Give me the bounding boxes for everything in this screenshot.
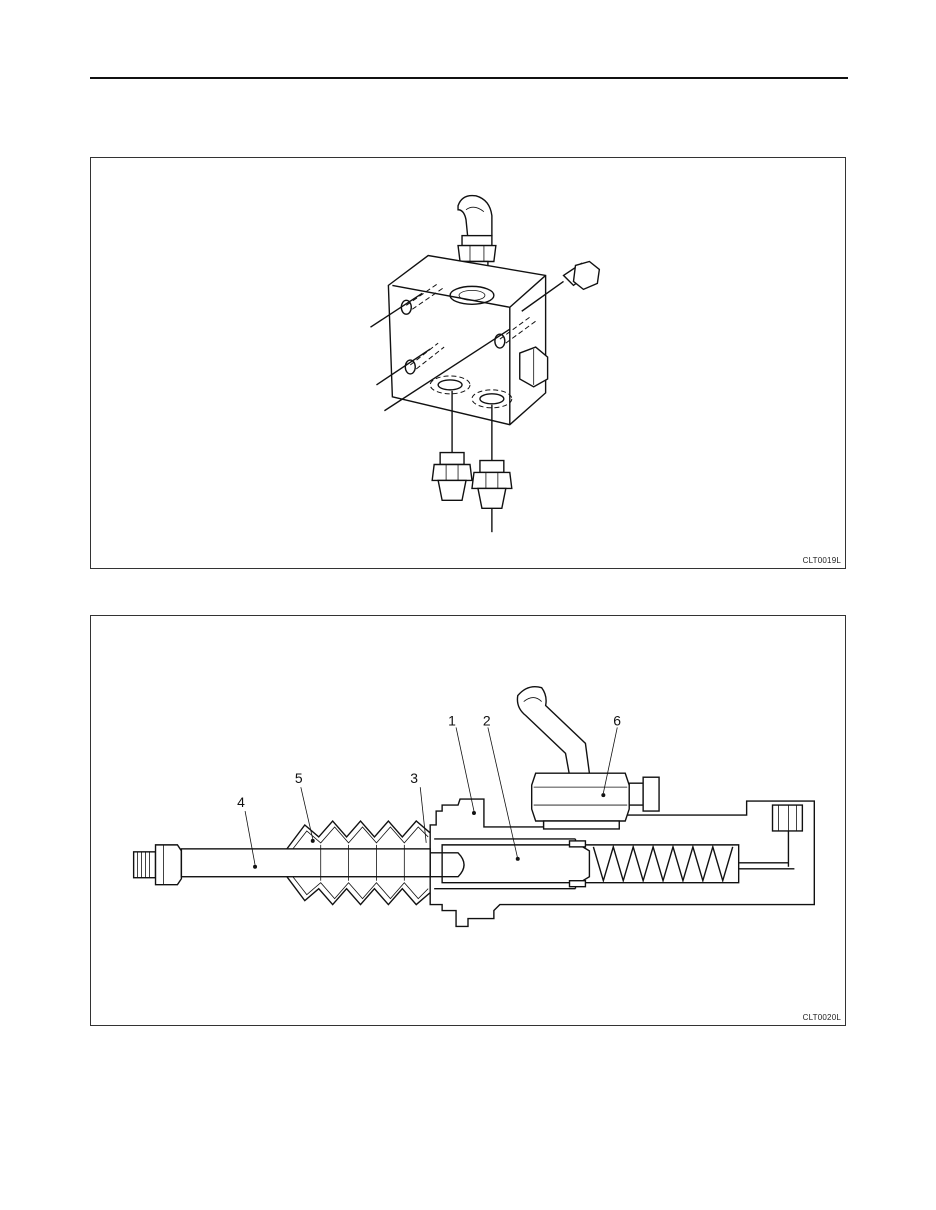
valve-block-exploded-diagram [370,194,601,533]
callout-4: 4 [237,794,245,810]
valve-block-body [387,254,549,426]
inlet-fitting [516,685,660,830]
bottom-fitting-left [431,390,473,502]
push-rod [132,844,431,886]
callout-3: 3 [410,770,418,786]
figure-code: CLT0020L [802,1013,841,1022]
figure-slave-cylinder: 1 2 3 4 5 6 CLT0020L [90,615,846,1026]
callout-5: 5 [295,770,303,786]
callout-6: 6 [613,712,621,728]
figure-valve-block: CLT0019L [90,157,846,569]
callout-2: 2 [483,712,491,728]
figure-code: CLT0019L [802,556,841,565]
bottom-fitting-right [471,404,513,533]
leader-lines [244,727,618,869]
header-rule [90,77,848,79]
piston [430,840,591,888]
cylinder-housing [429,798,816,928]
side-bolt [521,260,601,312]
slave-cylinder-section-diagram: 1 2 3 4 5 6 [132,685,816,928]
rubber-boot [286,819,431,906]
callout-1: 1 [448,712,456,728]
return-spring [592,844,734,884]
bleeder-port [738,804,804,870]
